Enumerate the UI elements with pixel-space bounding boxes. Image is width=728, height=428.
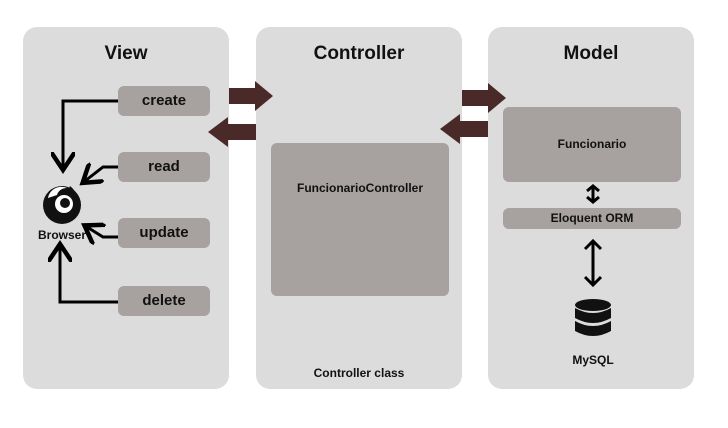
update-connector (87, 227, 118, 237)
delete-connector (60, 247, 118, 304)
funcionario-controller-box: FuncionarioController (271, 143, 449, 296)
firefox-browser-icon (43, 186, 81, 224)
orm-db-arrow-icon (583, 238, 603, 288)
database-icon (575, 299, 611, 336)
delete-action[interactable]: delete (118, 286, 210, 316)
model-to-controller-arrow-icon (440, 114, 488, 144)
view-title: View (104, 43, 148, 64)
controller-title: Controller (313, 43, 405, 64)
view-connectors (23, 99, 118, 304)
view-to-controller-arrow-icon (229, 81, 273, 111)
create-connector (63, 99, 118, 167)
funcionario-controller-label: FuncionarioController (297, 181, 423, 195)
update-action[interactable]: update (118, 218, 210, 248)
create-action[interactable]: create (118, 86, 210, 116)
controller-to-view-arrow-icon (208, 117, 256, 147)
read-action[interactable]: read (118, 152, 210, 182)
funcionario-model-box: Funcionario (503, 107, 681, 182)
mysql-label: MySQL (572, 353, 614, 367)
read-connector (85, 167, 118, 181)
controller-to-model-arrow-icon (462, 83, 506, 113)
eloquent-orm-label: Eloquent ORM (550, 211, 634, 225)
browser-label: Browser (37, 228, 87, 242)
eloquent-orm-box: Eloquent ORM (503, 208, 681, 229)
model-title: Model (563, 43, 619, 64)
model-orm-arrow-icon (586, 184, 600, 204)
controller-footer: Controller class (313, 366, 405, 380)
funcionario-model-label: Funcionario (557, 137, 627, 151)
